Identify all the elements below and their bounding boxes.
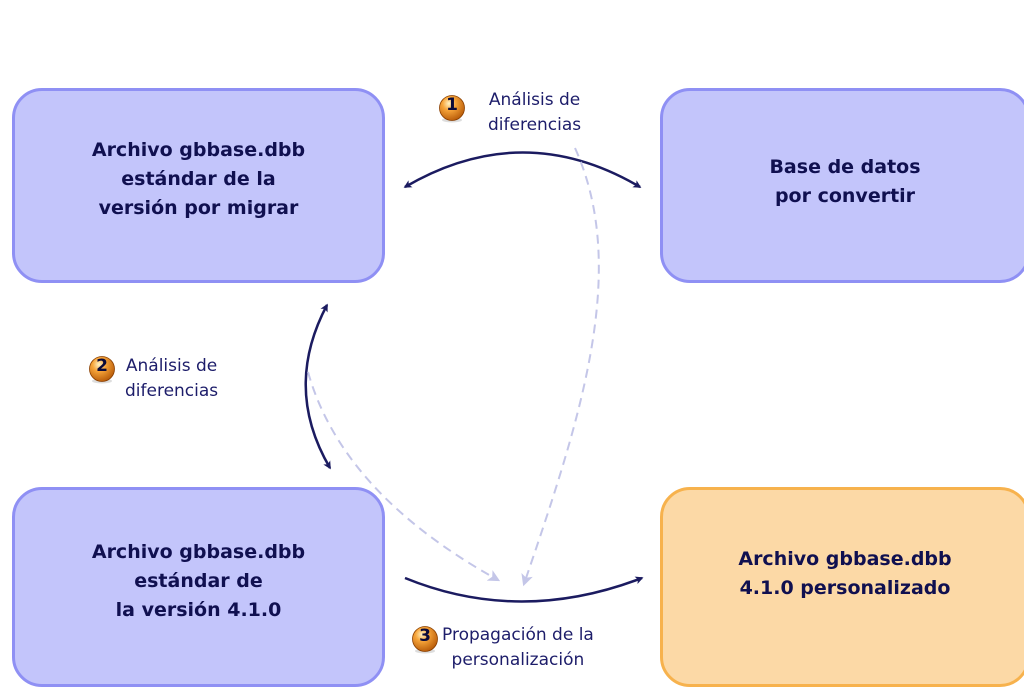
source-gbbase-label: Archivo gbbase.dbb estándar de la versió…	[91, 139, 306, 219]
source-gbbase-box: Archivo gbbase.dbb estándar de la versió…	[12, 88, 385, 283]
step2-number: 2	[96, 356, 108, 376]
customized-gbbase-label: Archivo gbbase.dbb 4.1.0 personalizado	[738, 548, 952, 599]
step3-badge-icon: 3	[412, 626, 438, 654]
step3-number: 3	[419, 626, 431, 646]
step3-label: Propagación de la personalización	[442, 625, 594, 670]
step2-dashed-arrow	[307, 371, 501, 582]
step1-number: 1	[446, 95, 458, 115]
step1-label: Análisis de diferencias	[488, 90, 582, 135]
target-database-box: Base de datos por convertir	[660, 88, 1024, 283]
step2-label: Análisis de diferencias	[125, 356, 219, 401]
step2-arrow	[304, 303, 332, 470]
standard-gbbase-box: Archivo gbbase.dbb estándar de la versió…	[12, 487, 385, 687]
step1-badge-icon: 1	[439, 95, 465, 123]
standard-gbbase-label: Archivo gbbase.dbb estándar de la versió…	[91, 540, 306, 621]
step1-dashed-arrow	[521, 147, 600, 587]
step1-arrow	[403, 151, 642, 189]
target-database-label: Base de datos por convertir	[769, 155, 921, 207]
customized-gbbase-box: Archivo gbbase.dbb 4.1.0 personalizado	[660, 487, 1024, 687]
step2-badge-icon: 2	[89, 356, 115, 384]
step3-arrow	[404, 576, 644, 603]
